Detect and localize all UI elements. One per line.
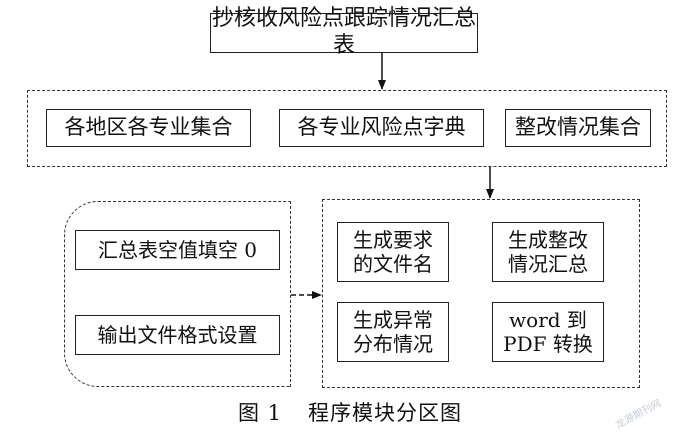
risk-point-dictionary-label: 各专业风险点字典	[297, 115, 466, 140]
word-to-pdf-label: word 到 PDF 转换	[503, 307, 593, 356]
generate-file-name-box: 生成要求 的文件名	[337, 222, 449, 282]
figure-caption: 图 1 程序模块分区图	[0, 397, 700, 427]
fill-empty-values-label: 汇总表空值填空 0	[97, 237, 258, 262]
generate-rectification-summary-box: 生成整改 情况汇总	[492, 222, 604, 282]
rectification-set-box: 整改情况集合	[505, 109, 651, 147]
generation-modules-group	[322, 199, 640, 388]
settings-group	[64, 201, 291, 387]
generate-anomaly-distribution-label: 生成异常 分布情况	[353, 307, 433, 356]
rectification-set-label: 整改情况集合	[515, 115, 641, 140]
word-to-pdf-box: word 到 PDF 转换	[492, 302, 604, 362]
figure-title: 程序模块分区图	[308, 401, 463, 425]
figure-number: 图 1	[237, 401, 283, 425]
output-format-settings-box: 输出文件格式设置	[75, 315, 280, 355]
generate-file-name-label: 生成要求 的文件名	[353, 227, 433, 276]
top-summary-table-box: 抄核收风险点跟踪情况汇总表	[210, 6, 478, 58]
risk-point-dictionary-box: 各专业风险点字典	[279, 109, 484, 147]
generate-rectification-summary-label: 生成整改 情况汇总	[508, 227, 588, 276]
regional-professional-set-box: 各地区各专业集合	[46, 109, 251, 147]
data-sets-group	[27, 90, 667, 167]
generate-anomaly-distribution-box: 生成异常 分布情况	[337, 302, 449, 362]
output-format-settings-label: 输出文件格式设置	[97, 322, 258, 347]
regional-professional-set-label: 各地区各专业集合	[64, 115, 233, 140]
top-summary-table-label: 抄核收风险点跟踪情况汇总表	[211, 6, 476, 58]
fill-empty-values-box: 汇总表空值填空 0	[75, 230, 280, 270]
